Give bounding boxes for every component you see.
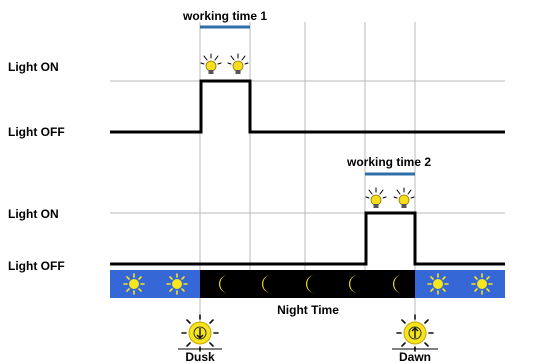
- level-label-off-top: Light OFF: [8, 125, 65, 139]
- light-bulb-icon: [365, 187, 387, 209]
- night-time-label: Night Time: [277, 303, 339, 317]
- level-label-on-top: Light ON: [8, 60, 59, 74]
- light-bulb-icon: [227, 53, 249, 75]
- working-time-1-label: working time 1: [182, 9, 267, 23]
- horizontal-reference-lines: [110, 80, 505, 214]
- light-bulb-icon: [393, 187, 415, 209]
- dusk-marker: Dusk: [178, 314, 222, 363]
- sun-icon: [123, 273, 145, 295]
- sun-icon: [166, 273, 188, 295]
- down-arrow-icon: [196, 328, 204, 339]
- dusk-label: Dusk: [185, 350, 215, 363]
- signal-trace-2: [110, 211, 505, 266]
- dawn-label: Dawn: [399, 350, 431, 363]
- level-label-on-bottom: Light ON: [8, 207, 59, 221]
- sun-icon: [427, 273, 449, 295]
- dawn-marker: Dawn: [392, 314, 438, 363]
- signal-trace-1: [110, 79, 505, 134]
- working-time-2-label: working time 2: [346, 155, 431, 169]
- night-segment: [200, 270, 415, 298]
- level-label-off-bottom: Light OFF: [8, 259, 65, 273]
- sun-icon: [471, 273, 493, 295]
- light-bulb-icon: [200, 53, 222, 75]
- up-arrow-icon: [411, 327, 419, 338]
